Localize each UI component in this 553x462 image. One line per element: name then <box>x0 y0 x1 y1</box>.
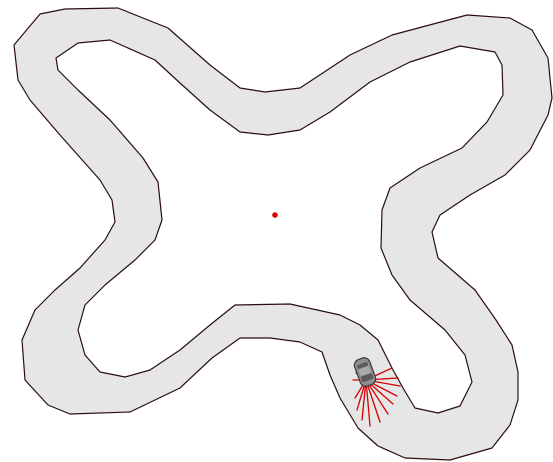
race-track <box>14 8 552 460</box>
target-marker <box>272 212 278 218</box>
